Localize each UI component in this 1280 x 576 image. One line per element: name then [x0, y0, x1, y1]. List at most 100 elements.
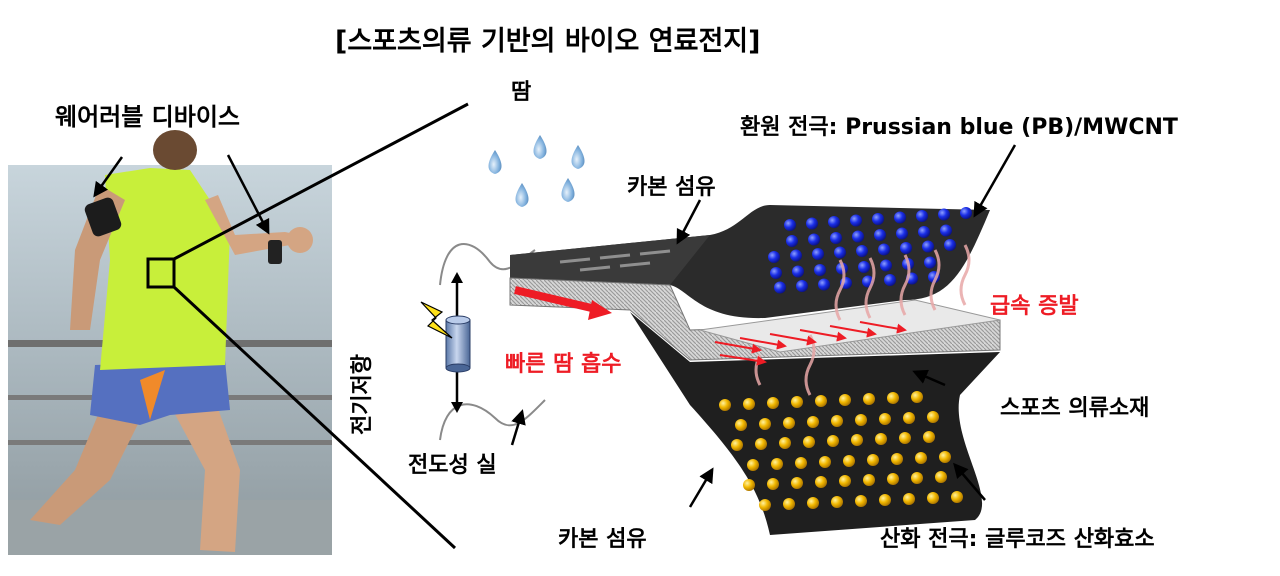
anode-arrow — [953, 462, 986, 501]
catalyst-dot — [795, 457, 807, 469]
carbon-fiber-bottom-label: 카본 섬유 — [558, 527, 647, 552]
catalyst-dot — [856, 245, 868, 257]
catalyst-dot — [770, 267, 782, 279]
catalyst-dot — [814, 264, 826, 276]
catalyst-dot — [774, 281, 786, 294]
catalyst-dot — [938, 208, 950, 221]
zoom-line-bottom — [172, 285, 457, 550]
catalyst-dot — [903, 493, 915, 505]
catalyst-dot — [819, 456, 831, 468]
catalyst-dot — [768, 251, 780, 263]
catalyst-dot — [759, 418, 771, 430]
catalyst-dot — [927, 411, 939, 423]
catalyst-dot — [759, 499, 771, 511]
catalyst-dot — [792, 265, 804, 278]
catalyst-dot — [783, 417, 795, 429]
runner-photo — [8, 130, 332, 555]
catalyst-dot — [891, 453, 903, 465]
zoom-line-top — [173, 102, 469, 261]
catalyst-dot — [852, 230, 864, 243]
catalyst-dot — [960, 207, 972, 219]
sweat-drops — [488, 135, 585, 207]
cathode-arrow — [973, 144, 1017, 218]
catalyst-dot — [807, 416, 819, 428]
catalyst-dot — [743, 479, 755, 491]
catalyst-dot — [843, 455, 855, 467]
catalyst-dot — [939, 451, 951, 463]
catalyst-dot — [735, 419, 747, 431]
catalyst-dot — [747, 459, 759, 471]
thread-arrow — [510, 409, 526, 446]
sweat-label: 땀 — [511, 80, 532, 105]
catalyst-dot — [855, 495, 867, 507]
catalyst-dot — [850, 214, 862, 227]
catalyst-dot — [834, 246, 846, 259]
catalyst-dot — [830, 232, 842, 244]
anode-dots — [719, 391, 963, 511]
catalyst-dot — [874, 229, 886, 241]
catalyst-dot — [755, 438, 767, 450]
catalyst-dot — [903, 412, 915, 424]
catalyst-dot — [900, 242, 912, 254]
catalyst-dot — [803, 436, 815, 448]
catalyst-dot — [786, 235, 798, 247]
catalyst-dot — [839, 394, 851, 406]
catalyst-dot — [831, 415, 843, 427]
catalyst-dot — [858, 261, 870, 273]
catalyst-dot — [831, 496, 843, 508]
cathode-label: 환원 전극: Prussian blue (PB)/MWCNT — [740, 115, 1178, 140]
catalyst-dot — [944, 239, 956, 251]
evaporation-label: 급속 증발 — [990, 294, 1079, 319]
thread-bottom — [439, 399, 546, 441]
catalyst-dot — [839, 475, 851, 487]
catalyst-dot — [887, 392, 899, 404]
catalyst-dot — [915, 452, 927, 464]
cathode-fiber-texture — [559, 249, 671, 272]
catalyst-dot — [863, 393, 875, 405]
lightning-icon — [420, 301, 453, 339]
catalyst-dot — [767, 397, 779, 409]
catalyst-dot — [867, 454, 879, 466]
catalyst-dot — [896, 227, 908, 240]
catalyst-dot — [879, 494, 891, 506]
catalyst-dot — [916, 210, 928, 222]
catalyst-dot — [827, 435, 839, 447]
wearable-arrow-right — [226, 154, 270, 235]
catalyst-dot — [767, 478, 779, 490]
catalyst-dot — [719, 399, 731, 411]
catalyst-dot — [818, 278, 830, 291]
wearable-arrow-left — [93, 156, 124, 198]
catalyst-dot — [887, 473, 899, 485]
catalyst-dot — [743, 398, 755, 410]
catalyst-dot — [940, 224, 952, 237]
catalyst-dot — [894, 211, 906, 224]
catalyst-dot — [872, 213, 884, 225]
catalyst-dot — [806, 217, 818, 230]
catalyst-dot — [815, 476, 827, 488]
catalyst-dot — [815, 395, 827, 407]
catalyst-dot — [927, 492, 939, 504]
carbon-fiber-top-label: 카본 섬유 — [627, 175, 716, 200]
catalyst-dot — [812, 248, 824, 260]
catalyst-dot — [879, 413, 891, 425]
catalyst-dot — [899, 432, 911, 444]
absorption-arrow — [514, 286, 601, 314]
catalyst-dot — [796, 280, 808, 292]
catalyst-dot — [779, 437, 791, 449]
fabric-label: 스포츠 의류소재 — [1000, 396, 1150, 421]
catalyst-dot — [808, 233, 820, 246]
catalyst-dot — [911, 391, 923, 403]
catalyst-dot — [783, 498, 795, 510]
catalyst-dot — [851, 434, 863, 446]
anode-label: 산화 전극: 글루코즈 산화효소 — [880, 527, 1155, 552]
fabric-arrow — [912, 369, 946, 387]
catalyst-dot — [791, 477, 803, 489]
catalyst-dot — [918, 226, 930, 238]
page-title: [스포츠의류 기반의 바이오 연료전지] — [335, 26, 761, 57]
resistor-icon — [445, 315, 471, 373]
catalyst-dot — [884, 274, 896, 286]
thread-label: 전도성 실 — [408, 453, 497, 478]
flow-arrows — [714, 321, 907, 366]
catalyst-dot — [911, 472, 923, 484]
catalyst-dot — [923, 431, 935, 443]
